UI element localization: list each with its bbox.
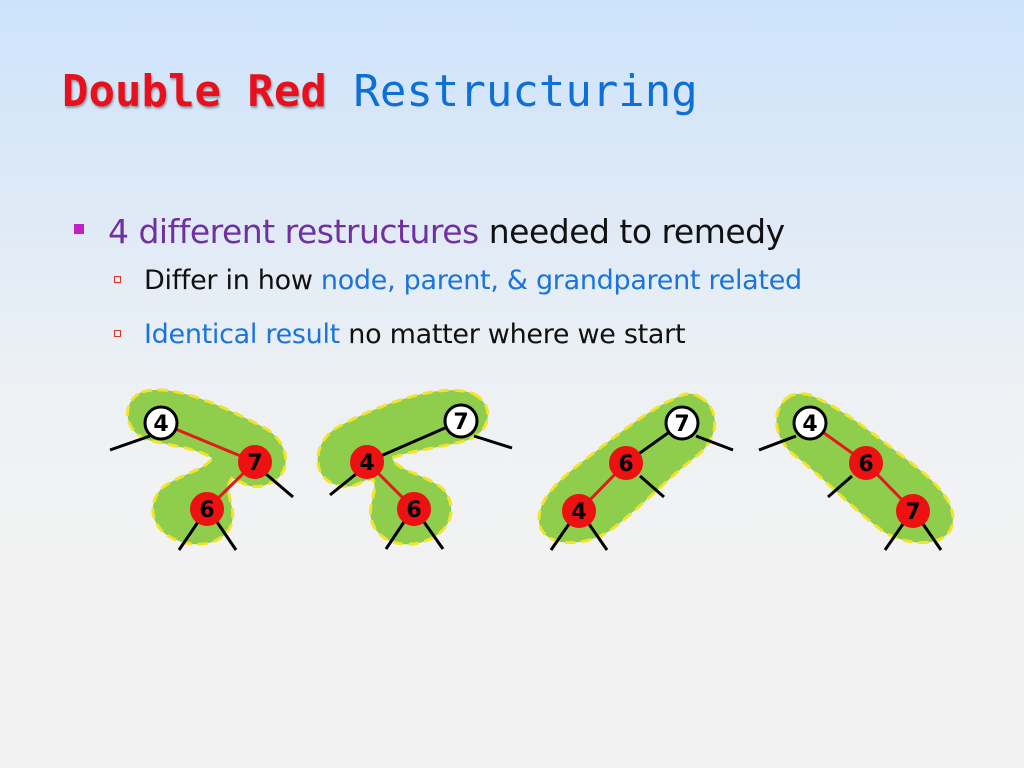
tree-2-node-child [397, 492, 431, 526]
tree-1-node-child [190, 492, 224, 526]
tree-1-node-grandparent [143, 405, 179, 441]
tree-1-label-grandparent: 4 [153, 412, 168, 437]
tree-1-node-parent [238, 445, 272, 479]
tree-2-node-grandparent [443, 403, 479, 439]
bullet-hollow-square-icon [114, 276, 121, 283]
tree-2-leaf-edge [384, 521, 406, 550]
tree-2-leaf-edge [473, 434, 513, 450]
tree-4-label-child: 7 [905, 500, 920, 525]
tree-3-label-grandparent: 7 [674, 412, 689, 437]
tree-4-leaf-edge [921, 523, 943, 551]
bullet-list: 4 different restructures needed to remed… [72, 210, 802, 362]
tree-3-node-parent [609, 446, 643, 480]
bullet-main: 4 different restructures needed to remed… [72, 210, 802, 254]
tree-2-leaf-edge [329, 472, 357, 497]
bullet-sub-1: Differ in how node, parent, & grandparen… [72, 254, 802, 308]
slide-title: Double Red Restructuring [62, 70, 698, 114]
tree-4-node-child [896, 494, 930, 528]
tree-3-leaf-edge [549, 523, 571, 551]
tree-3-leaf-edge [587, 523, 609, 551]
tree-4-label-parent: 6 [858, 452, 873, 477]
bullet-sub-2: Identical result no matter where we star… [72, 308, 802, 362]
tree-3-node-grandparent [664, 405, 700, 441]
tree-1-leaf-edge [177, 521, 200, 551]
restructure-diagram: 4 7 6 7 4 6 7 6 4 [109, 388, 955, 551]
bullet-square-icon [74, 224, 84, 234]
tree-4-node-parent [849, 446, 883, 480]
bullet-sub-1-text: Differ in how [144, 265, 321, 296]
tree-1-leaf-edge [109, 434, 151, 452]
bullet-sub-1-highlight: node, parent, & grandparent related [320, 265, 802, 296]
tree-3-leaf-edge [639, 474, 665, 499]
tree-1-leaf-edge [265, 472, 294, 499]
bullet-main-rest: needed to remedy [478, 212, 785, 251]
tree-4-leaf-edge [883, 523, 905, 551]
tree-2-label-parent: 4 [359, 451, 374, 476]
tree-4: 4 6 7 [758, 392, 955, 551]
tree-3-node-child [562, 494, 596, 528]
tree-2-label-grandparent: 7 [453, 410, 468, 435]
bullet-sub-2-rest: no matter where we start [339, 319, 686, 350]
tree-1-label-parent: 7 [247, 451, 262, 476]
tree-2-node-parent [350, 445, 384, 479]
tree-2-label-child: 6 [406, 498, 421, 523]
tree-2: 7 4 6 [316, 388, 513, 550]
tree-4-label-grandparent: 4 [802, 412, 817, 437]
tree-2-leaf-edge [422, 521, 445, 550]
tree-1-leaf-edge [215, 521, 238, 551]
bullet-sub-2-highlight: Identical result [144, 319, 340, 350]
tree-3-leaf-edge [695, 434, 734, 452]
title-restructuring: Restructuring [353, 66, 698, 117]
tree-3-label-parent: 6 [618, 452, 633, 477]
tree-3: 7 6 4 [537, 392, 734, 551]
tree-1: 4 7 6 [109, 388, 294, 551]
tree-4-leaf-edge [827, 474, 853, 499]
tree-1-label-child: 6 [199, 498, 214, 523]
bullet-main-highlight: 4 different restructures [108, 212, 479, 251]
tree-4-leaf-edge [758, 434, 797, 452]
title-double-red: Double Red [62, 66, 327, 117]
bullet-hollow-square-icon [114, 330, 121, 337]
tree-4-node-grandparent [792, 405, 828, 441]
tree-3-label-child: 4 [571, 500, 586, 525]
title-space [327, 66, 354, 117]
